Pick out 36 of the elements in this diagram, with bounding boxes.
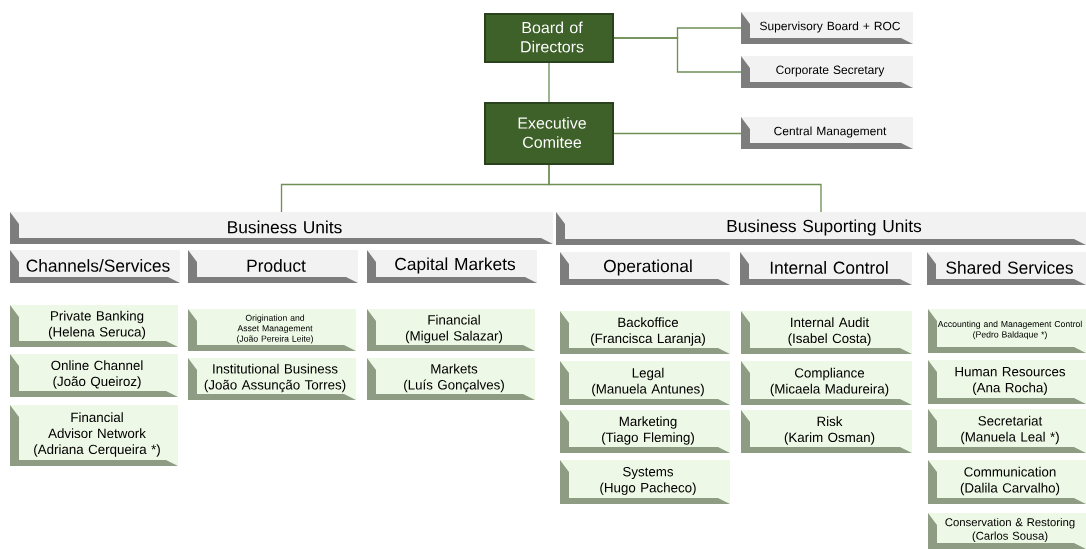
unit-box: Financial Advisor Network (Adriana Cerqueira *)	[10, 405, 178, 466]
header-bar: Channels/Services	[10, 250, 180, 283]
header-bar: Business Units	[10, 212, 553, 244]
unit-box: Online Channel (João Queiroz)	[10, 354, 178, 397]
header-bar: Business Suporting Units	[556, 212, 1086, 245]
header-bar: Corporate Secretary	[741, 56, 913, 88]
unit-box: Secretariat (Manuela Leal *)	[928, 409, 1086, 453]
connector	[613, 37, 742, 73]
unit-box: Internal Audit (Isabel Costa)	[741, 311, 912, 354]
header-bar: Supervisory Board + ROC	[741, 12, 913, 44]
header-bar: Operational	[560, 252, 730, 285]
unit-box: Legal (Manuela Antunes)	[560, 361, 730, 405]
header-bar: Internal Control	[740, 252, 912, 285]
connector	[548, 164, 822, 213]
header-bar: Product	[188, 250, 358, 283]
unit-box: Communication (Dalila Carvalho)	[928, 460, 1086, 504]
header-bar: Central Management	[741, 117, 913, 149]
unit-box: Private Banking (Helena Seruca)	[10, 305, 178, 347]
board-box: Board of Directors	[484, 13, 614, 63]
unit-box: Financial (Miguel Salazar)	[367, 309, 535, 351]
unit-box: Human Resources (Ana Rocha)	[928, 360, 1086, 404]
header-bar: Shared Services	[927, 252, 1086, 285]
connector	[548, 62, 550, 103]
connector	[613, 132, 742, 135]
unit-box: Risk (Karim Osman)	[741, 410, 912, 453]
unit-box: Marketing (Tiago Fleming)	[560, 410, 730, 453]
unit-box: Markets (Luís Gonçalves)	[367, 358, 535, 400]
unit-box: Systems (Hugo Pacheco)	[560, 460, 730, 504]
unit-box: Backoffice (Francisca Laranja)	[560, 311, 730, 354]
board-box: Executive Comitee	[484, 102, 614, 165]
header-bar: Capital Markets	[367, 250, 537, 283]
unit-box: Compliance (Micaela Madureira)	[741, 361, 912, 405]
unit-box: Origination and Asset Management (João Pereira Leite)	[188, 309, 356, 351]
unit-box: Institutional Business (João Assunção Torres)	[188, 358, 356, 400]
unit-box: Conservation & Restoring (Carlos Sousa)	[928, 513, 1086, 549]
unit-box: Accounting and Management Control (Pedro Baldaque *)	[928, 309, 1086, 353]
